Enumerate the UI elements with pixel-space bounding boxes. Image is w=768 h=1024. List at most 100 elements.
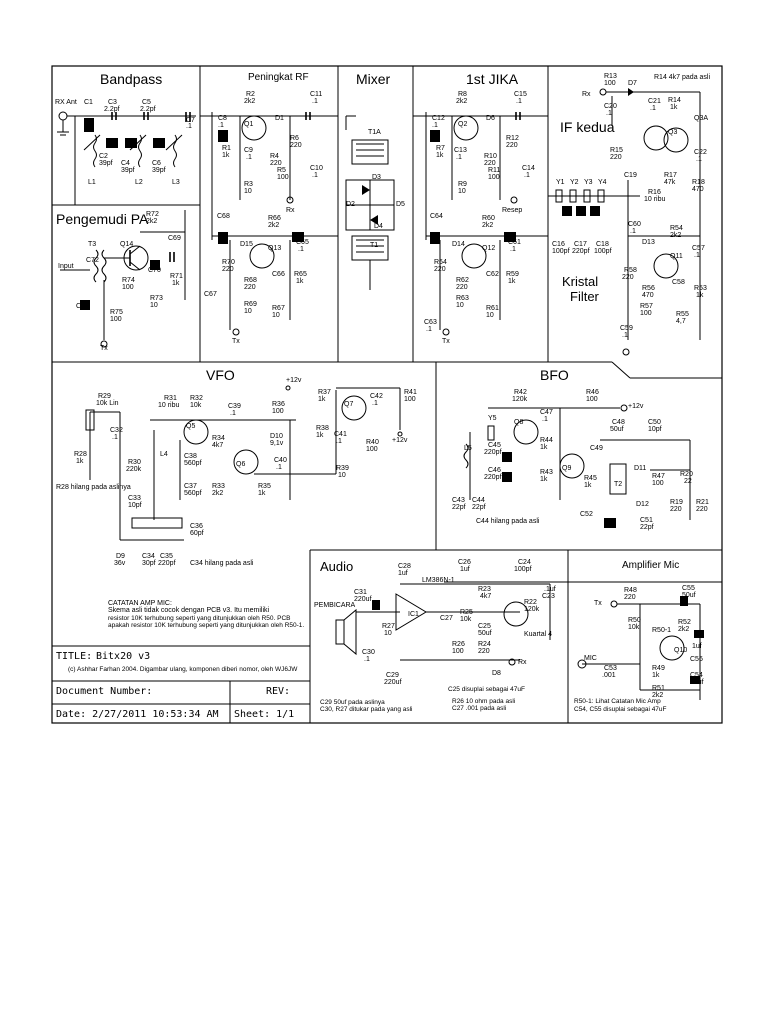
r19-value: 220 [670, 506, 682, 513]
c44-label: C44 [472, 497, 485, 504]
c47-label: C47 [540, 409, 553, 416]
r30-value: 220k [126, 466, 142, 473]
c12-label: C12 [432, 115, 445, 122]
if2-circuit [548, 88, 701, 356]
c58-label: C58 [672, 279, 685, 286]
r19-label: R19 [670, 499, 683, 506]
d4-label: D4 [374, 223, 383, 230]
r49-label: R49 [652, 665, 665, 672]
c60-dot1: .1 [630, 228, 636, 235]
c59-dot1: .1 [622, 332, 628, 339]
q12-label: Q12 [482, 245, 495, 252]
r24-label: R24 [478, 641, 491, 648]
c36-label: C36 [190, 523, 203, 530]
r1-value: 1k [222, 152, 230, 159]
r66-label: R66 [268, 215, 281, 222]
r69-value: 10 [244, 308, 252, 315]
t1-label: T1 [370, 242, 378, 249]
section-title-bandpass: Bandpass [100, 71, 162, 87]
c16-value: 100pf [552, 248, 570, 255]
r66-value: 2k2 [268, 222, 279, 229]
r73-label: R73 [150, 295, 163, 302]
c63-label: C63 [424, 319, 437, 326]
c10-label: C10 [310, 165, 323, 172]
section-title-pa-driver: Pengemudi PA [56, 211, 149, 227]
r53-label: R53 [694, 285, 707, 292]
rf-amp-circuit [200, 112, 338, 336]
t3-label: T3 [88, 241, 96, 248]
d1-label: D1 [275, 115, 284, 122]
c2-label: C2 [99, 153, 108, 160]
d8-label: D8 [492, 670, 501, 677]
c23-label: C23 [542, 593, 555, 600]
r21-label: R21 [696, 499, 709, 506]
r71-label: R71 [170, 273, 183, 280]
r17-value: 47k [664, 179, 676, 186]
r35-label: R35 [258, 483, 271, 490]
c61-label: C61 [508, 239, 521, 246]
r54-label: R54 [670, 225, 683, 232]
c20-label: C20 [604, 103, 617, 110]
d3-label: D3 [372, 174, 381, 181]
r40-value: 100 [366, 446, 378, 453]
c34-note: C34 hilang pada asli [190, 560, 254, 567]
d6-label: D6 [486, 115, 495, 122]
r7-value: 1k [436, 152, 444, 159]
title-value: Bitx20 v3 [96, 651, 150, 662]
c56-value: 1uf [692, 643, 702, 650]
c37-label: C37 [184, 483, 197, 490]
c7-label: C7 [186, 117, 195, 124]
c14-dot1: .1 [524, 172, 530, 179]
section-title-crystal-filter-1: Kristal [562, 274, 598, 289]
r9-label: R9 [458, 181, 467, 188]
r34-label: R34 [212, 435, 225, 442]
r11-value: 100 [488, 174, 500, 181]
r67-value: 10 [272, 312, 280, 319]
r67-label: R67 [272, 305, 285, 312]
r60-label: R60 [482, 215, 495, 222]
c30-dot1: .1 [364, 656, 370, 663]
r56-label: R56 [642, 285, 655, 292]
c70-label: C70 [148, 267, 161, 274]
r41-value: 100 [404, 396, 416, 403]
r32-value: 10k [190, 402, 202, 409]
r13-label: R13 [604, 73, 617, 80]
r2-value: 2k2 [244, 98, 255, 105]
audio-circuit [335, 583, 551, 666]
amp-mic-note-3: resistor 10K terhubung seperti yang ditu… [108, 615, 290, 622]
r57-value: 100 [640, 310, 652, 317]
r29-label: R29 [98, 393, 111, 400]
y2-label: Y2 [570, 179, 579, 186]
c42-label: C42 [370, 393, 383, 400]
r43-label: R43 [540, 469, 553, 476]
c18-value: 100pf [594, 248, 612, 255]
r17-label: R17 [664, 172, 677, 179]
c13-label: C13 [454, 147, 467, 154]
l5-label: L5 [464, 445, 472, 452]
r5-value: 100 [277, 174, 289, 181]
c24-value: 100pf [514, 566, 532, 573]
r29-value: 10k Lin [96, 400, 119, 407]
d15-label: D15 [240, 241, 253, 248]
c38-label: C38 [184, 453, 197, 460]
c66-label: C66 [272, 271, 285, 278]
c24-label: C24 [518, 559, 531, 566]
r1-label: R1 [222, 145, 231, 152]
t2-label: T2 [614, 481, 622, 488]
c43-value: 22pf [452, 504, 466, 511]
rf-rx-label: Rx [286, 207, 295, 214]
section-title-rf-amp: Peningkat RF [248, 72, 309, 83]
r50-value: 10k [628, 624, 640, 631]
l2-label: L2 [135, 179, 143, 186]
c54-label: C54 [690, 672, 703, 679]
c19-label: C19 [624, 172, 637, 179]
r71-value: 1k [172, 280, 180, 287]
c29-label: C29 [386, 672, 399, 679]
c9-dot1: .1 [246, 154, 252, 161]
r34-value: 4k7 [212, 442, 223, 449]
c26-value: 1uf [460, 566, 470, 573]
c55-label: C55 [682, 585, 695, 592]
r50-label: R50 [628, 617, 641, 624]
c65-dot1: .1 [298, 246, 304, 253]
c31-value: 220uf [354, 596, 372, 603]
